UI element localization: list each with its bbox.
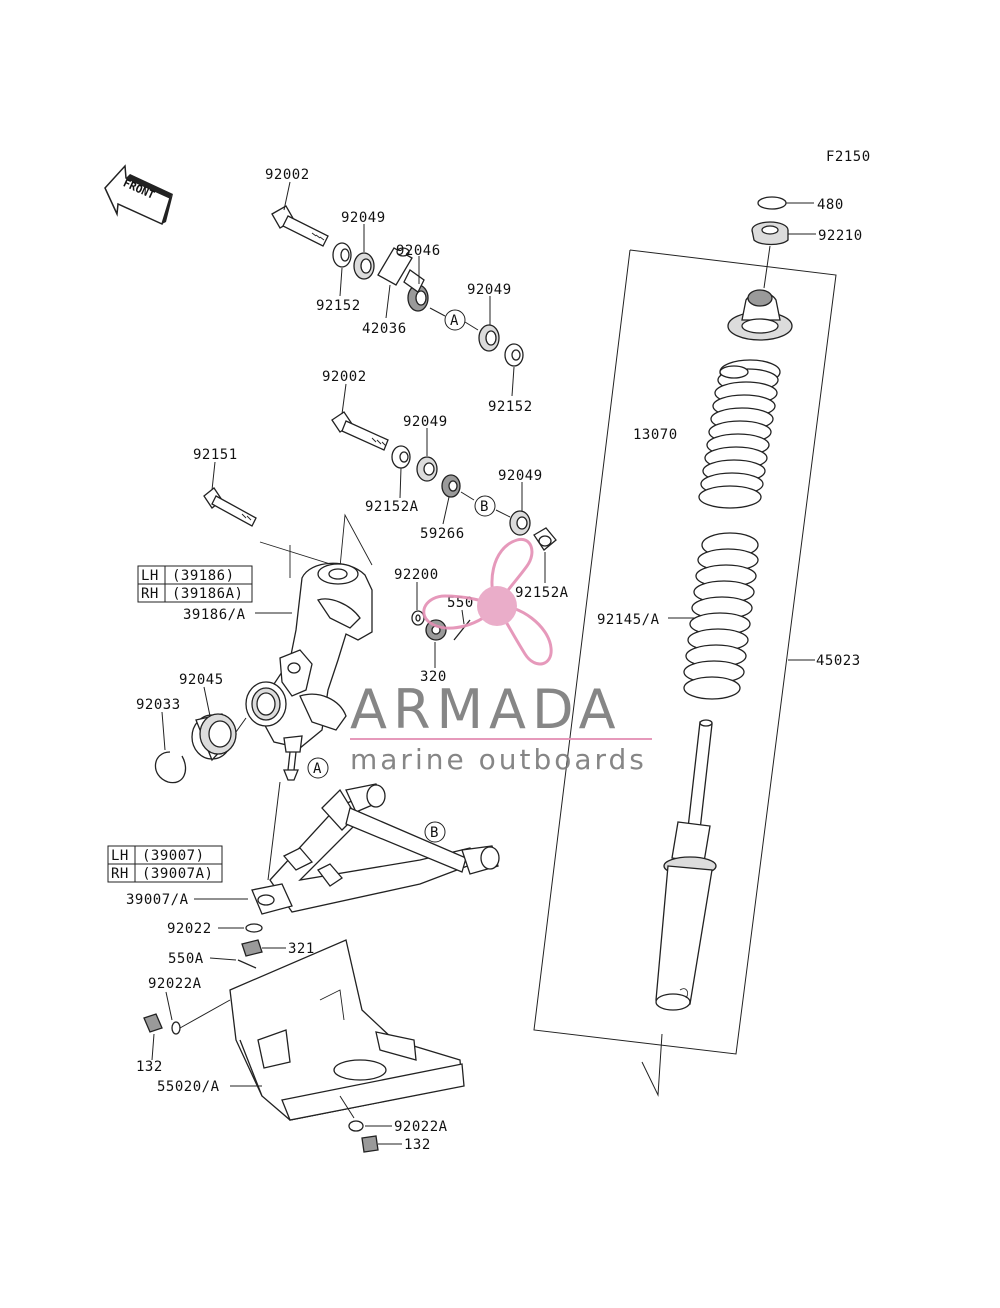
table-cell-part: (39007): [142, 848, 205, 864]
skid-plate: [143, 939, 465, 1153]
part-label: 92049: [498, 468, 543, 484]
watermark: ARMADA marine outboards: [350, 537, 652, 776]
part-label: 45023: [816, 653, 861, 669]
part-label: 13070: [633, 427, 678, 443]
part-labels: 92002 92049 92046 92152 42036 92049 9215…: [126, 167, 863, 1153]
part-label: 92152A: [365, 499, 419, 515]
figure-code: F2150: [826, 149, 871, 165]
part-label: 92145/A: [597, 612, 660, 628]
part-label: 92049: [403, 414, 448, 430]
part-label: 92046: [396, 243, 441, 259]
propeller-icon: [422, 537, 553, 666]
part-label: 92033: [136, 697, 181, 713]
knuckle-side-table: LH (39186) RH (39186A): [137, 565, 253, 603]
table-cell-side: RH: [111, 866, 129, 882]
table-cell-side: RH: [141, 586, 159, 602]
part-label: 92002: [265, 167, 310, 183]
upper-bolt-assembly-1: [271, 181, 524, 397]
shock-boot: [698, 359, 781, 509]
shock-absorber-assembly: [533, 196, 837, 1097]
part-label: 550A: [168, 951, 204, 967]
table-cell-part: (39186A): [172, 586, 243, 602]
svg-text:A: A: [313, 761, 322, 777]
part-label: 132: [136, 1059, 163, 1075]
part-label: 92152: [488, 399, 533, 415]
table-cell-part: (39007A): [142, 866, 213, 882]
table-cell-side: LH: [111, 848, 129, 864]
part-label: 92002: [322, 369, 367, 385]
part-label: 92049: [467, 282, 512, 298]
steering-knuckle: [154, 461, 471, 784]
upper-bolt-assembly-2: [331, 383, 557, 583]
shock-spring: [683, 532, 759, 700]
svg-text:B: B: [430, 825, 439, 841]
arm-side-table: LH (39007) RH (39007A): [107, 845, 223, 883]
part-label: 480: [817, 197, 844, 213]
part-label: 42036: [362, 321, 407, 337]
part-label: 92022: [167, 921, 212, 937]
svg-text:A: A: [450, 313, 459, 329]
watermark-tagline: marine outboards: [350, 743, 647, 776]
lower-a-arm: [194, 781, 500, 969]
part-label: 92022A: [394, 1119, 448, 1135]
part-label: 92152A: [515, 585, 569, 601]
part-label: 39186/A: [183, 607, 246, 623]
part-label: 321: [288, 941, 315, 957]
callout-b-upper: B: [474, 495, 496, 517]
part-label: 92022A: [148, 976, 202, 992]
part-label: 92210: [818, 228, 863, 244]
part-label: 92045: [179, 672, 224, 688]
front-arrow-icon: FRONT: [104, 164, 173, 226]
table-cell-side: LH: [141, 568, 159, 584]
callout-b-lower: B: [424, 821, 446, 843]
part-label: 92152: [316, 298, 361, 314]
part-label: 320: [420, 669, 447, 685]
part-label: 92049: [341, 210, 386, 226]
part-label: 92151: [193, 447, 238, 463]
table-cell-part: (39186): [172, 568, 235, 584]
svg-text:B: B: [480, 499, 489, 515]
callout-a-lower: A: [307, 757, 329, 779]
part-label: 59266: [420, 526, 465, 542]
part-label: 92200: [394, 567, 439, 583]
part-label: 39007/A: [126, 892, 189, 908]
callout-a-upper: A: [444, 309, 466, 331]
part-label: 132: [404, 1137, 431, 1153]
part-label: 55020/A: [157, 1079, 220, 1095]
watermark-brand: ARMADA: [350, 678, 622, 741]
